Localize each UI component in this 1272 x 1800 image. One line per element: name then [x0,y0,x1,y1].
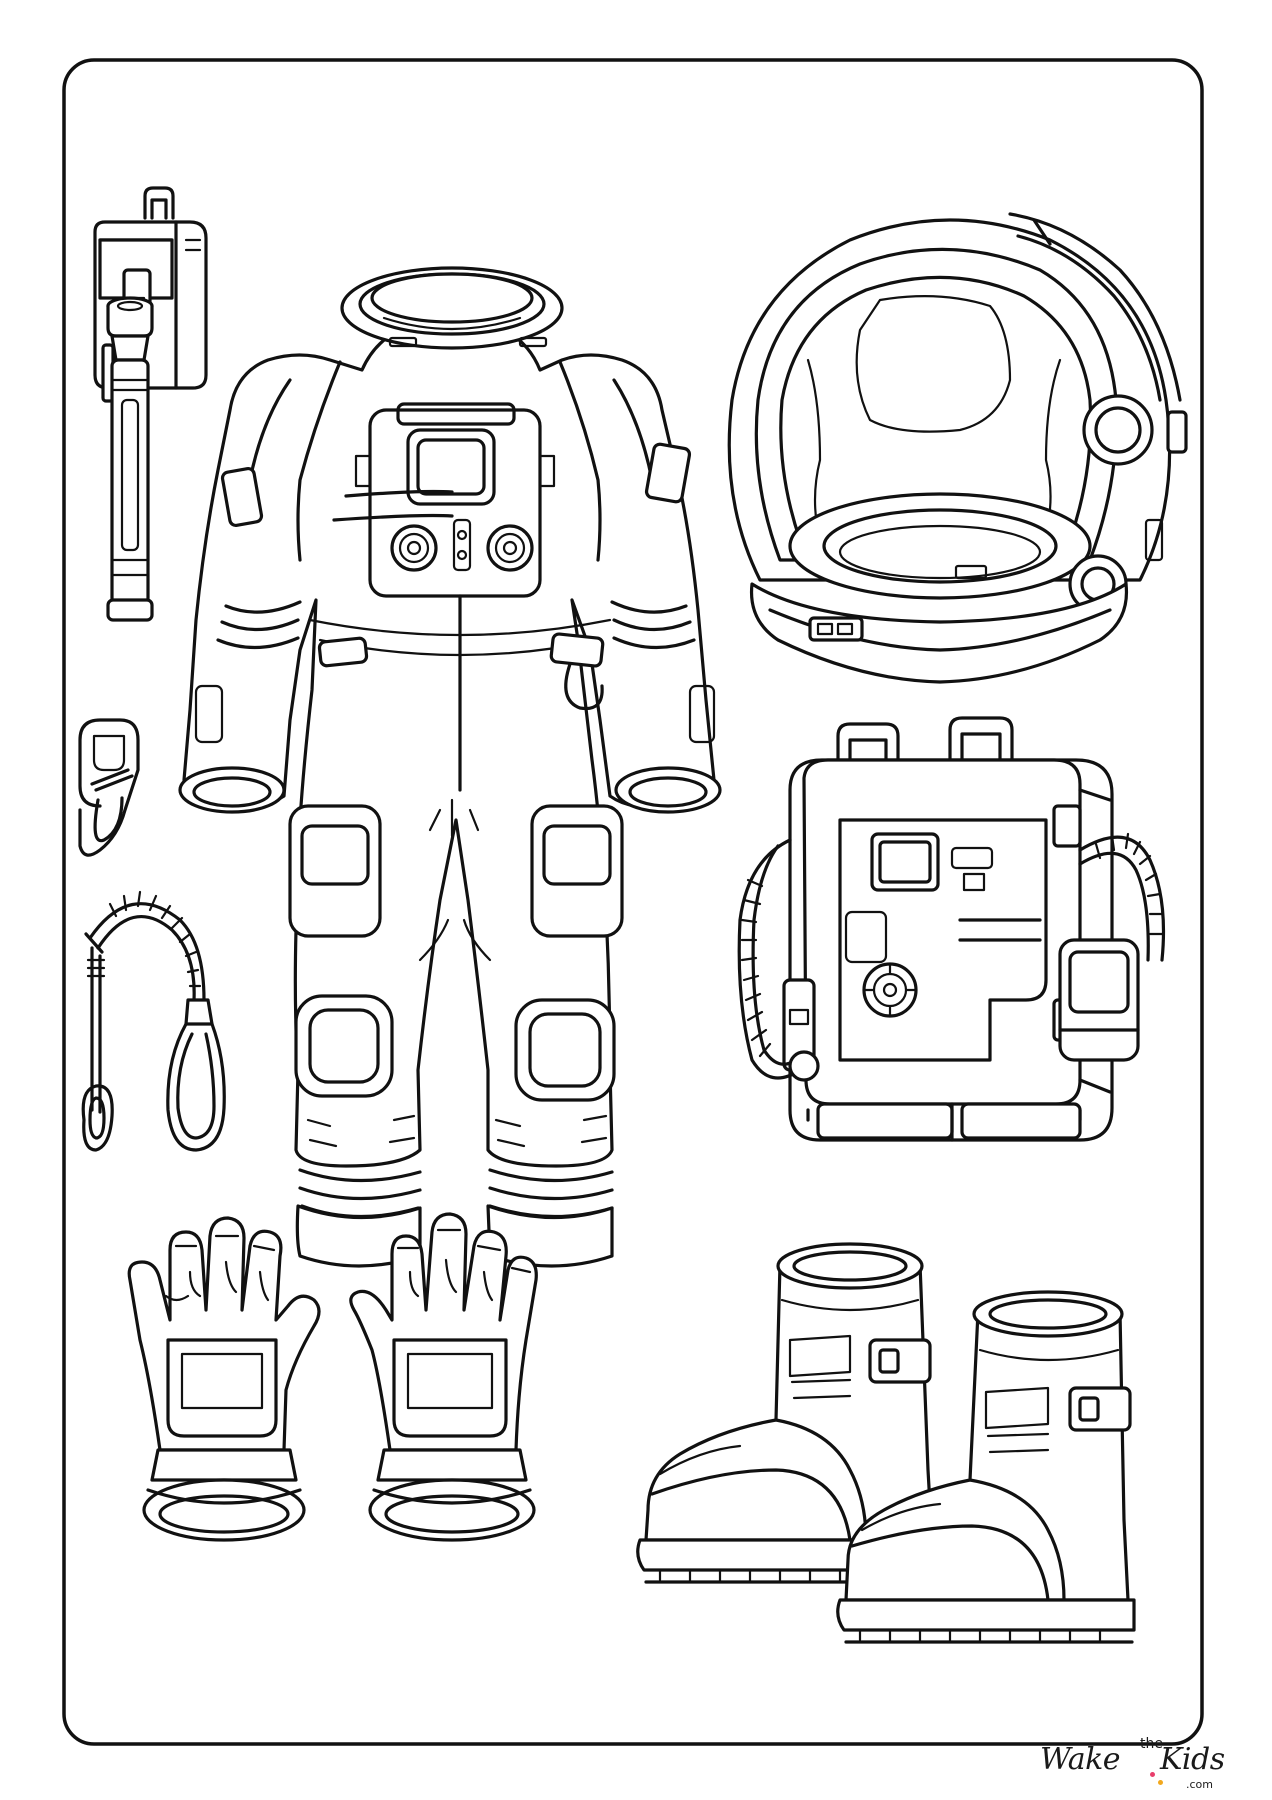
brand-word-kids: Kids [1160,1742,1225,1777]
tether-icon [81,890,226,1152]
page-frame [62,58,1204,1746]
brand-logo[interactable]: Wake the Kids .com [1040,1734,1240,1794]
brand-suffix: .com [1186,1778,1213,1791]
helmet-icon [727,212,1188,684]
glove-icon [127,1212,538,1542]
boot-icon [636,1242,1136,1644]
spacesuit-icon [178,266,722,1268]
backpack-icon [737,716,1166,1142]
brand-word-the: the [1140,1736,1163,1752]
carabiner-icon [78,718,140,857]
brand-dot-icon [1150,1772,1155,1777]
brand-word-wake: Wake [1040,1742,1121,1777]
brand-dot-icon [1158,1780,1163,1785]
flashlight-icon [101,296,154,622]
